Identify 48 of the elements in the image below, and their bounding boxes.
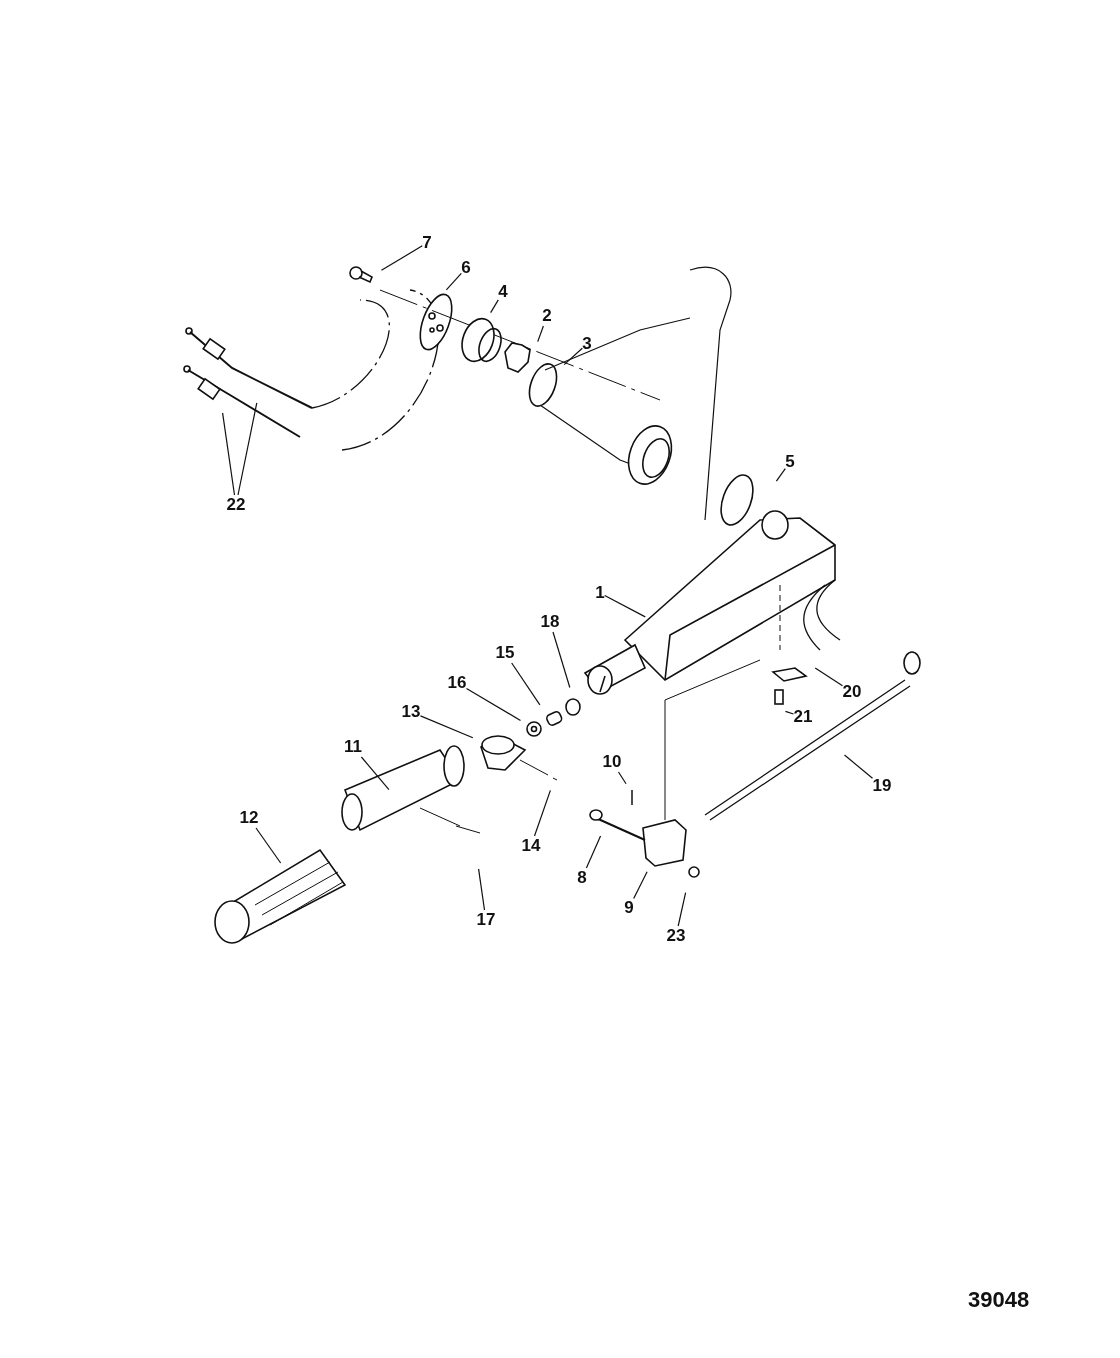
callout-number: 2 bbox=[542, 306, 552, 326]
leader-line bbox=[477, 868, 486, 911]
callout-number: 21 bbox=[793, 707, 813, 727]
leader-line bbox=[604, 594, 646, 618]
leader-line bbox=[490, 299, 499, 314]
callout-number: 9 bbox=[624, 898, 634, 918]
leader-line bbox=[255, 827, 282, 864]
leader-line bbox=[511, 662, 541, 706]
callout-number: 14 bbox=[521, 836, 541, 856]
figure-number: 39048 bbox=[968, 1287, 1030, 1313]
leader-line bbox=[237, 402, 258, 496]
leader-line bbox=[677, 892, 687, 927]
callout-number: 16 bbox=[447, 673, 467, 693]
callout-number: 13 bbox=[401, 702, 421, 722]
leader-line bbox=[222, 412, 236, 496]
callout-number: 22 bbox=[226, 495, 246, 515]
leader-line bbox=[465, 688, 522, 721]
callout-number: 17 bbox=[476, 910, 496, 930]
callout-number: 18 bbox=[540, 612, 560, 632]
leader-line bbox=[617, 771, 627, 785]
callout-number: 23 bbox=[666, 926, 686, 946]
leader-line bbox=[563, 347, 583, 366]
callout-number: 11 bbox=[344, 737, 362, 757]
leader-line bbox=[843, 754, 874, 779]
leader-line bbox=[633, 871, 648, 900]
leader-line bbox=[775, 468, 786, 482]
leader-line bbox=[360, 756, 390, 791]
callout-number: 19 bbox=[872, 776, 892, 796]
leader-line bbox=[537, 325, 544, 343]
leader-line bbox=[585, 835, 602, 869]
callout-number: 6 bbox=[461, 258, 471, 278]
leader-line bbox=[533, 789, 551, 837]
callout-number: 3 bbox=[582, 334, 592, 354]
leader-line bbox=[552, 631, 571, 689]
callout-number: 1 bbox=[595, 583, 605, 603]
leader-line bbox=[784, 710, 795, 715]
leader-line bbox=[419, 715, 474, 739]
callout-number: 10 bbox=[602, 752, 622, 772]
callout-number: 5 bbox=[785, 452, 795, 472]
callout-number: 8 bbox=[577, 868, 587, 888]
callout-number: 7 bbox=[422, 233, 432, 253]
callout-number: 20 bbox=[842, 682, 862, 702]
callout-number: 15 bbox=[495, 643, 515, 663]
callout-number: 4 bbox=[498, 282, 508, 302]
leader-line bbox=[380, 245, 423, 271]
callout-number: 12 bbox=[239, 808, 259, 828]
leader-line bbox=[814, 667, 844, 687]
leader-line bbox=[445, 272, 462, 291]
